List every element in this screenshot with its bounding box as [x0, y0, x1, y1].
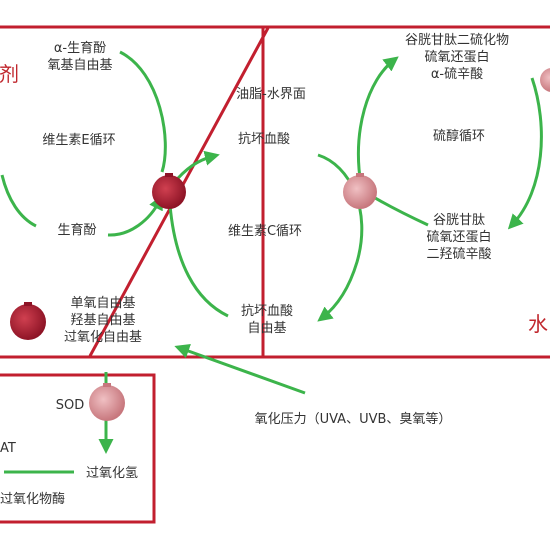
arrow-vitamin-e-lower	[107, 194, 163, 237]
water-phase-frame	[261, 25, 550, 359]
sod-ball	[89, 385, 125, 421]
label-sod: SOD	[55, 398, 85, 413]
label-vitamin-e-cycle: 维生素E循环	[42, 133, 116, 148]
arrow-vitamin-c-right	[317, 153, 364, 322]
label-ascorbate-top: 抗坏血酸	[237, 132, 290, 147]
thiol-ball-edge	[540, 68, 550, 92]
label-left-edge-char: 剂	[0, 62, 19, 86]
label-peroxidase: 过氧化物酶	[0, 492, 66, 507]
free-radical-ball	[10, 304, 46, 340]
label-glutathione-disulfide: 谷胱甘肽二硫化物 硫氧还蛋白 α-硫辛酸	[404, 33, 509, 82]
label-oil-water-interface: 油脂-水界面	[236, 87, 306, 102]
arrow-vitamin-e-left	[0, 174, 37, 228]
label-right-edge-char: 水	[528, 312, 548, 336]
label-oxidative-stress: 氧化压力（UVA、UVB、臭氧等）	[254, 412, 452, 427]
label-tocopherol-radical: α-生育酚 氧基自由基	[47, 41, 113, 73]
arrow-thiol-upper	[357, 56, 399, 186]
label-vitamin-c-cycle: 维生素C循环	[227, 224, 303, 239]
label-hydrogen-peroxide: 过氧化氢	[85, 466, 138, 481]
arrow-vitamin-c-lower	[168, 204, 229, 318]
label-glutathione: 谷胱甘肽 硫氧还蛋白 二羟硫辛酸	[426, 213, 492, 262]
label-ascorbate-radical: 抗坏血酸 自由基	[240, 304, 293, 336]
label-free-radicals: 单氧自由基 羟基自由基 过氧化自由基	[63, 296, 142, 345]
arrow-oxidative-stress	[174, 343, 306, 395]
label-cat: AT	[0, 441, 16, 456]
arrow-vitamin-e-upper	[119, 50, 167, 173]
arrow-thiol-right	[507, 77, 543, 230]
radical-ball-thiol	[343, 175, 377, 209]
label-thiol-cycle: 硫醇循环	[432, 129, 485, 144]
label-tocopherol: 生育酚	[57, 223, 97, 238]
enzyme-frame	[0, 373, 156, 524]
radical-ball-interface	[152, 175, 186, 209]
